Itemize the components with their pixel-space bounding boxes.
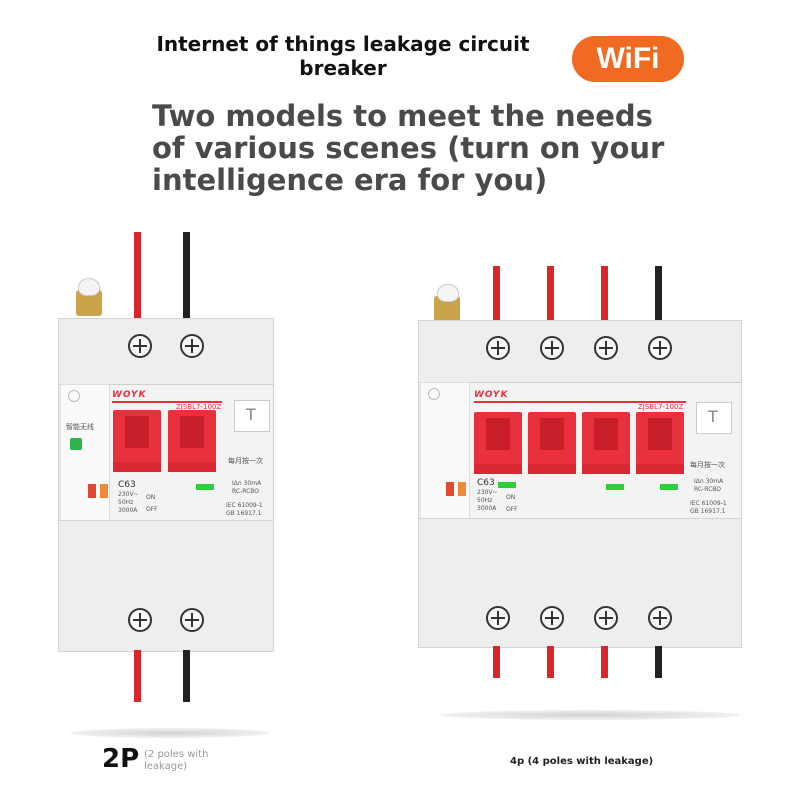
breaker-handle-pole-2[interactable] [168, 410, 216, 472]
screw-icon[interactable] [594, 606, 618, 630]
wire-top-black [183, 232, 190, 318]
standard-gb: GB 16917.1 [690, 508, 726, 515]
leakage-rating: IΔn 30mA [694, 478, 724, 485]
breaker-2p-bottom-housing [58, 520, 274, 652]
monthly-test-note: 每月按一次 [228, 457, 263, 465]
logo-icon [68, 390, 80, 402]
on-indicator [660, 484, 678, 490]
wire-bottom-red [547, 646, 554, 678]
standard-iec: IEC 61009-1 [690, 500, 727, 507]
shadow [440, 710, 740, 720]
screw-icon[interactable] [180, 334, 204, 358]
wifi-module-icon [70, 438, 82, 450]
voltage: 230V~ [477, 489, 498, 496]
brand-stripe [474, 401, 686, 403]
breaker-handle-pole-1[interactable] [113, 410, 161, 472]
brand-name: WOYK [112, 390, 147, 400]
screw-icon[interactable] [594, 336, 618, 360]
model-2p-sublabel: (2 poles with leakage) [144, 749, 209, 772]
model-4p-label: 4p (4 poles with leakage) [510, 756, 654, 767]
brand-name: WOYK [474, 390, 509, 400]
wifi-module-panel [420, 382, 470, 520]
reset-indicator [100, 484, 108, 498]
logo-icon [428, 388, 440, 400]
standard-iec: IEC 61009-1 [226, 502, 263, 509]
model-2p-label: 2P [102, 744, 140, 774]
test-button-icon: T [708, 407, 718, 426]
screw-icon[interactable] [648, 336, 672, 360]
on-label: ON [146, 494, 156, 501]
model-number: ZJSBL7-100Z [638, 403, 684, 411]
wire-top-black [655, 266, 662, 320]
breaker-handle-pole-3[interactable] [582, 412, 630, 474]
breaking-capacity: 3000A [477, 505, 497, 512]
screw-icon[interactable] [648, 606, 672, 630]
breaker-4p-top-housing [418, 320, 742, 386]
antenna-cap [437, 284, 459, 302]
frequency: 50Hz [118, 499, 134, 506]
screw-icon[interactable] [180, 608, 204, 632]
brand-stripe [112, 401, 222, 403]
shadow [70, 728, 270, 738]
on-indicator [196, 484, 214, 490]
standard-gb: GB 16917.1 [226, 510, 262, 517]
off-label: OFF [506, 506, 518, 513]
on-label: ON [506, 494, 516, 501]
headline: Two models to meet the needs of various … [152, 99, 665, 197]
screw-icon[interactable] [486, 606, 510, 630]
wire-bottom-red [493, 646, 500, 678]
on-indicator [606, 484, 624, 490]
model-number: ZJSBL7-100Z [176, 403, 222, 411]
wire-top-red [493, 266, 500, 320]
wifi-module-panel [60, 384, 110, 522]
wire-top-red [134, 232, 141, 318]
screw-icon[interactable] [540, 606, 564, 630]
breaking-capacity: 3000A [118, 507, 138, 514]
status-indicator [446, 482, 454, 496]
wire-top-red [601, 266, 608, 320]
breaker-handle-pole-4[interactable] [636, 412, 684, 474]
monthly-test-note: 每月按一次 [690, 461, 725, 469]
wire-bottom-red [601, 646, 608, 678]
page-title: Internet of things leakage circuit break… [156, 32, 530, 80]
screw-icon[interactable] [128, 608, 152, 632]
wire-bottom-black [183, 650, 190, 702]
breaker-4p-bottom-housing [418, 518, 742, 648]
rating: C63 [477, 478, 495, 488]
reset-indicator [458, 482, 466, 496]
antenna-cap [78, 278, 100, 296]
wire-bottom-black [655, 646, 662, 678]
rcbo-type: RC-RCBO [694, 486, 722, 493]
on-indicator [498, 482, 516, 488]
test-button[interactable]: T [696, 402, 732, 434]
breaker-handle-pole-1[interactable] [474, 412, 522, 474]
breaker-2p-top-housing [58, 318, 274, 390]
breaker-handle-pole-2[interactable] [528, 412, 576, 474]
wifi-badge: WiFi [572, 36, 684, 82]
screw-icon[interactable] [486, 336, 510, 360]
screw-icon[interactable] [540, 336, 564, 360]
wifi-module-label: 智能无线 [66, 423, 94, 431]
status-indicator [88, 484, 96, 498]
wire-top-red [547, 266, 554, 320]
rating: C63 [118, 480, 136, 490]
test-button-icon: T [246, 405, 256, 424]
screw-icon[interactable] [128, 334, 152, 358]
breaker-4p-front-panel [418, 382, 742, 520]
test-button[interactable]: T [234, 400, 270, 432]
off-label: OFF [146, 506, 158, 513]
leakage-rating: IΔn 30mA [232, 480, 262, 487]
voltage: 230V~ [118, 491, 139, 498]
wire-bottom-red [134, 650, 141, 702]
frequency: 50Hz [477, 497, 493, 504]
rcbo-type: RC-RCBO [232, 488, 260, 495]
